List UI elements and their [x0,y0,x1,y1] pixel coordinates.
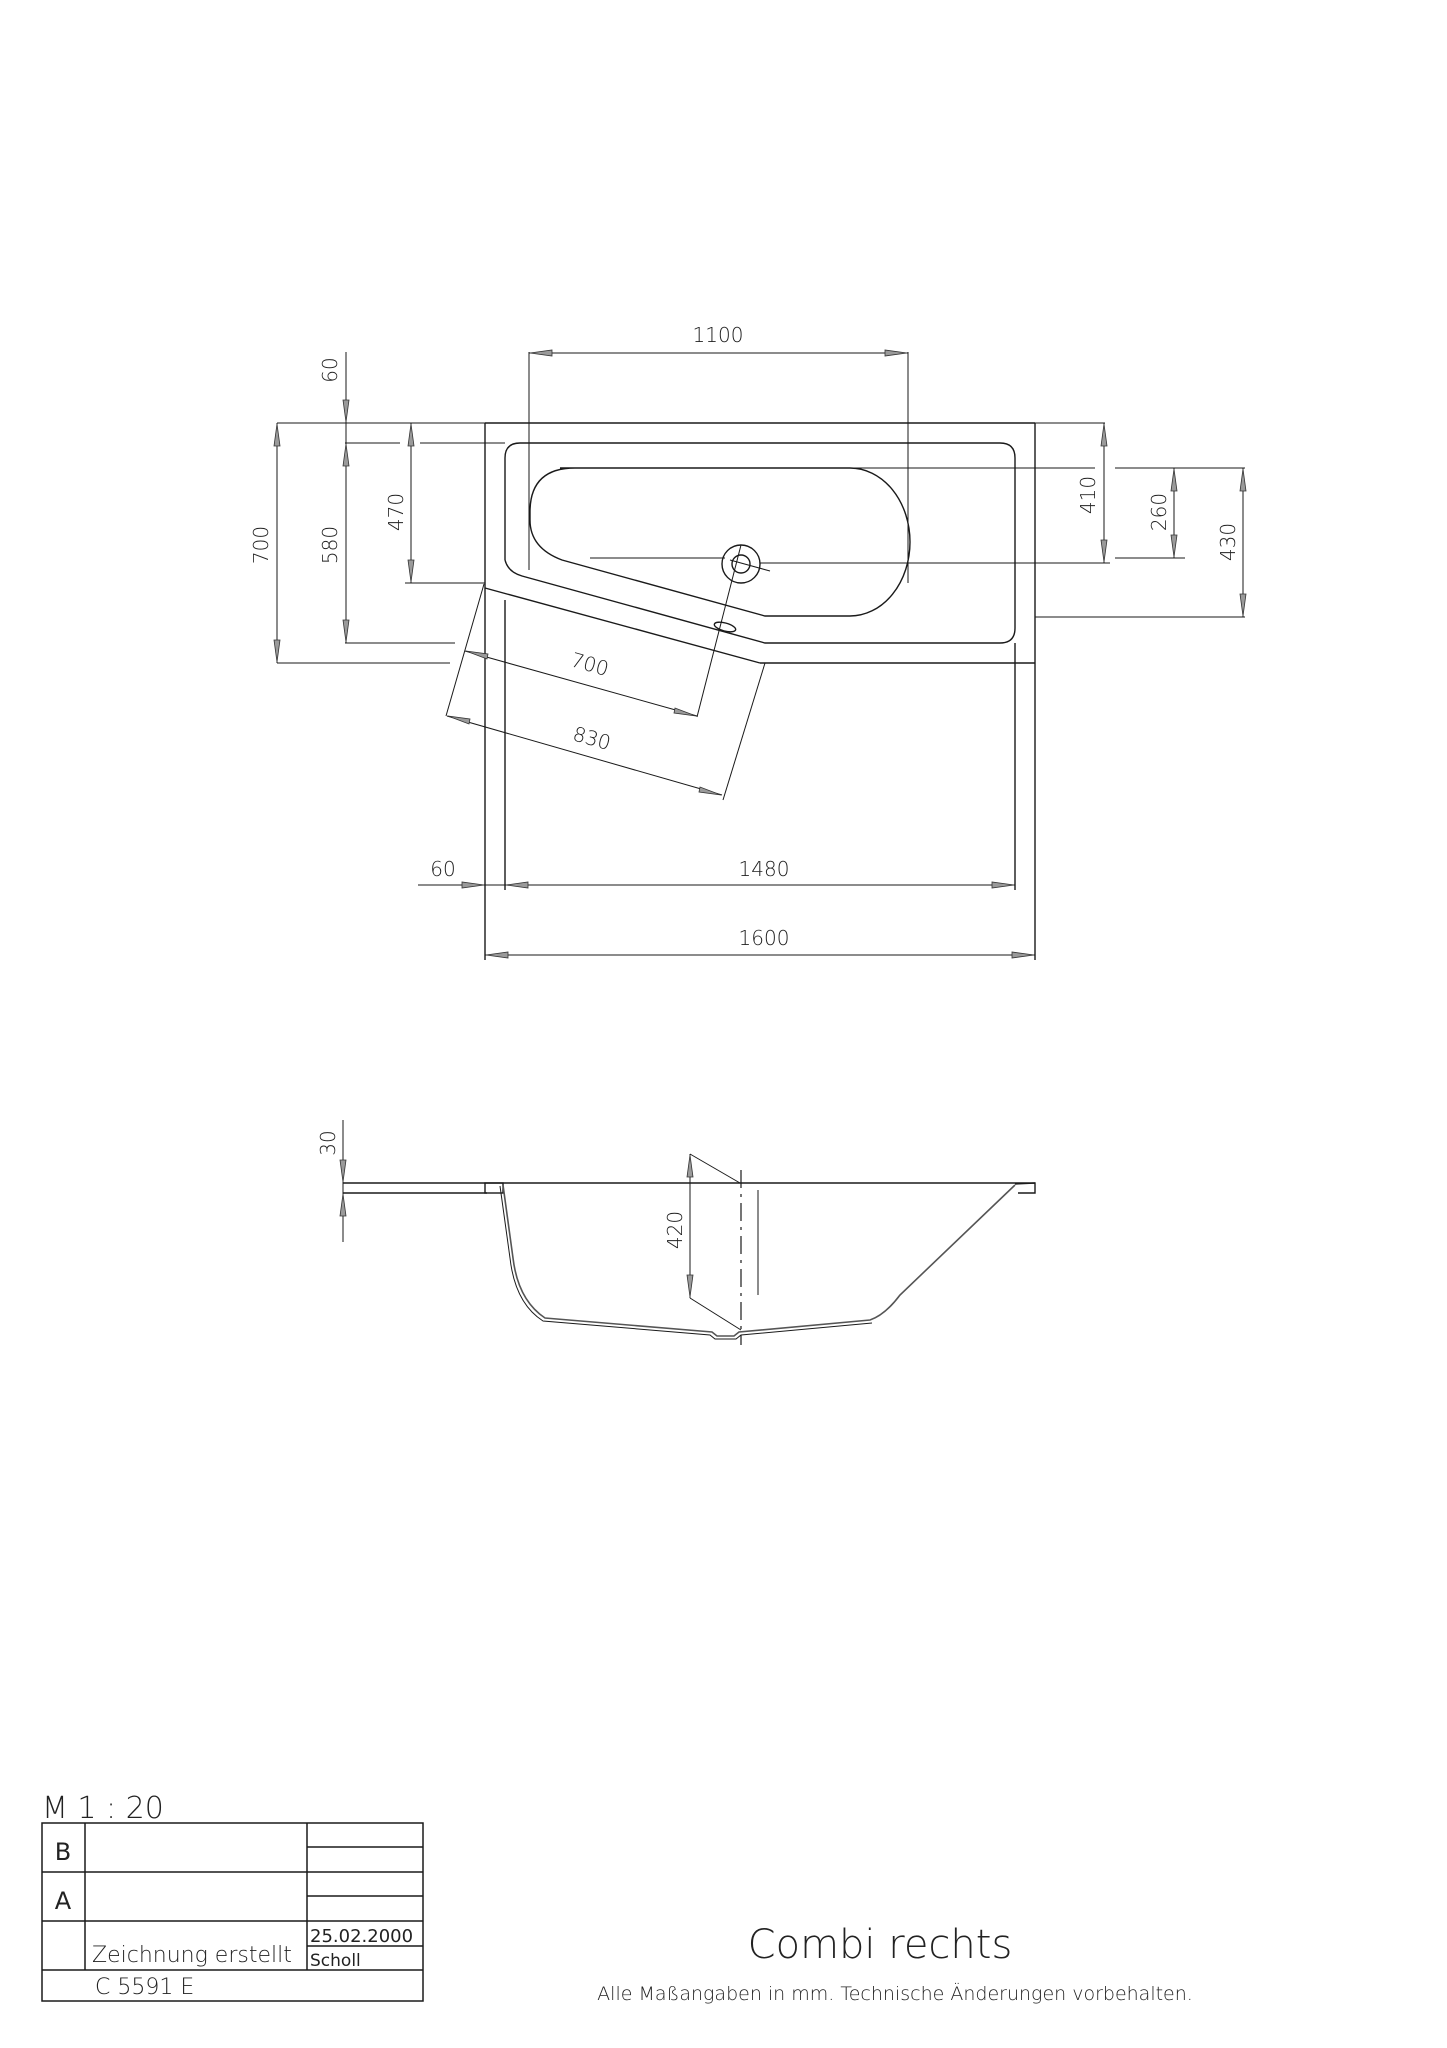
rev-a-label: A [55,1887,72,1915]
dim-label-30: 30 [316,1130,340,1155]
dim-30: 30 [316,1120,347,1242]
dim-label-420: 420 [663,1211,687,1249]
dim-label-700-angled: 700 [568,648,611,681]
dim-700-left: 700 [249,422,485,664]
dim-430: 430 [1216,468,1247,617]
dim-label-410: 410 [1076,476,1100,514]
dim-label-260: 260 [1147,493,1171,531]
dim-label-1480: 1480 [739,857,790,881]
created-by: Scholl [310,1951,361,1971]
created-label: Zeichnung erstellt [92,1943,292,1968]
dim-label-470: 470 [384,493,408,531]
dim-label-1100: 1100 [693,323,744,347]
dim-label-430: 430 [1216,523,1240,561]
dim-1100: 1100 [528,323,909,583]
dim-260: 260 [1147,468,1178,558]
dim-410: 410 [1035,422,1108,563]
section-view [343,1170,1036,1345]
dim-580: 580 [318,442,505,644]
dim-bottom: 60 1480 1600 [418,857,1035,959]
created-date: 25.02.2000 [310,1926,413,1947]
title-block: M 1 : 20 B A Zeichnung erstellt 25.02.20… [41,1791,424,2002]
drawing-title: Combi rechts [748,1922,1013,1968]
drawing-number: C 5591 E [95,1975,194,2000]
dim-470: 470 [384,423,485,584]
scale-label: M 1 : 20 [42,1791,164,1826]
dim-label-1600: 1600 [739,926,790,950]
dim-60-top: 60 [318,352,350,443]
rev-b-label: B [55,1838,71,1866]
dim-label-60-top: 60 [318,357,342,382]
dim-420: 420 [663,1153,742,1331]
plan-view [484,422,1245,960]
dim-angled: 700 830 [445,544,766,801]
dim-label-60-bottom: 60 [430,857,455,881]
dim-label-700-left: 700 [249,526,273,564]
dim-label-580: 580 [318,526,342,564]
dimension-note: Alle Maßangaben in mm. Technische Änderu… [597,1982,1193,2005]
dim-label-830: 830 [570,722,613,755]
